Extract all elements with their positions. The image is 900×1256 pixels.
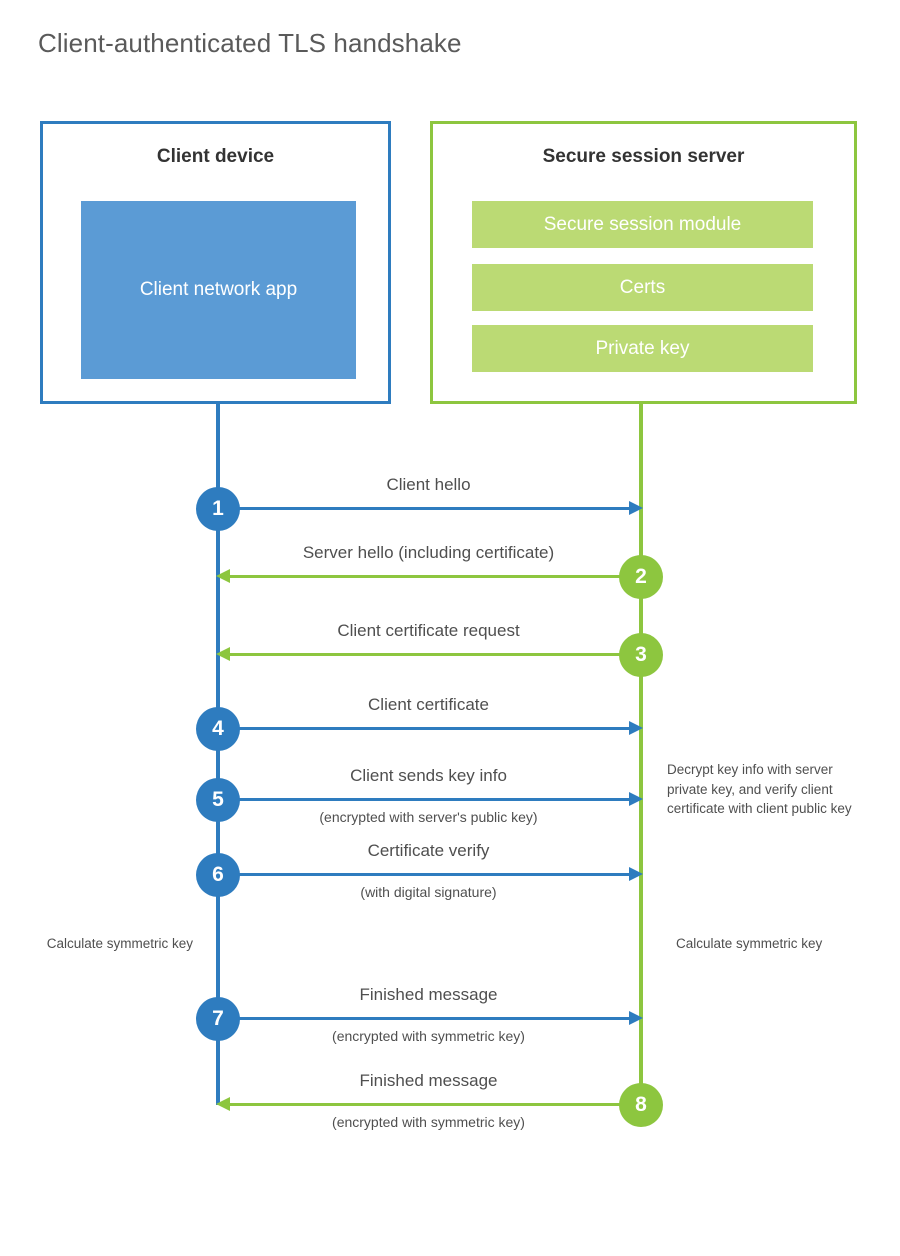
secure-session-server-title: Secure session server bbox=[542, 146, 745, 167]
message-sublabel-6: (with digital signature) bbox=[360, 884, 497, 900]
secure-session-server-box: Secure session server Secure session mod… bbox=[430, 121, 857, 404]
client-device-title: Client device bbox=[156, 146, 275, 167]
message-label-5: Client sends key info bbox=[350, 766, 507, 785]
arrowhead-right-icon bbox=[629, 501, 643, 515]
client-calculate-symmetric-key-note: Calculate symmetric key bbox=[46, 936, 193, 951]
message-arrow-6 bbox=[218, 873, 633, 876]
client-device-box: Client device Client network app bbox=[40, 121, 391, 404]
message-arrow-2 bbox=[226, 575, 641, 578]
server-lifeline bbox=[639, 404, 643, 1105]
arrowhead-left-icon bbox=[216, 647, 230, 661]
message-arrow-3 bbox=[226, 653, 641, 656]
client-network-app-block: Client network app bbox=[81, 201, 356, 379]
arrowhead-left-icon bbox=[216, 1097, 230, 1111]
arrowhead-right-icon bbox=[629, 867, 643, 881]
server-decrypt-note: Decrypt key info with server private key… bbox=[667, 762, 852, 817]
message-label-3: Client certificate request bbox=[337, 621, 520, 640]
message-arrow-5 bbox=[218, 798, 633, 801]
certs-block: Certs bbox=[472, 264, 813, 311]
client-lifeline bbox=[216, 404, 220, 1105]
message-sublabel-5: (encrypted with server's public key) bbox=[319, 809, 538, 825]
message-label-8: Finished message bbox=[359, 1071, 498, 1090]
arrowhead-left-icon bbox=[216, 569, 230, 583]
step-badge-6: 6 bbox=[196, 853, 240, 897]
message-sublabel-8: (encrypted with symmetric key) bbox=[332, 1114, 525, 1130]
step-badge-3: 3 bbox=[619, 633, 663, 677]
message-label-1: Client hello bbox=[386, 475, 471, 494]
step-badge-1: 1 bbox=[196, 487, 240, 531]
message-arrow-1 bbox=[218, 507, 633, 510]
page-title: Client-authenticated TLS handshake bbox=[38, 28, 462, 58]
server-calculate-symmetric-key-note: Calculate symmetric key bbox=[676, 936, 823, 951]
message-label-7: Finished message bbox=[359, 985, 498, 1004]
private-key-block: Private key bbox=[472, 325, 813, 372]
arrowhead-right-icon bbox=[629, 721, 643, 735]
message-label-6: Certificate verify bbox=[367, 841, 490, 860]
message-label-2: Server hello (including certificate) bbox=[302, 543, 555, 562]
step-badge-2: 2 bbox=[619, 555, 663, 599]
message-label-4: Client certificate bbox=[368, 695, 489, 714]
step-badge-7: 7 bbox=[196, 997, 240, 1041]
secure-session-module-block: Secure session module bbox=[472, 201, 813, 248]
message-arrow-8 bbox=[226, 1103, 641, 1106]
arrowhead-right-icon bbox=[629, 792, 643, 806]
message-arrow-7 bbox=[218, 1017, 633, 1020]
message-sublabel-7: (encrypted with symmetric key) bbox=[332, 1028, 525, 1044]
message-arrow-4 bbox=[218, 727, 633, 730]
step-badge-8: 8 bbox=[619, 1083, 663, 1127]
arrowhead-right-icon bbox=[629, 1011, 643, 1025]
step-badge-5: 5 bbox=[196, 778, 240, 822]
step-badge-4: 4 bbox=[196, 707, 240, 751]
